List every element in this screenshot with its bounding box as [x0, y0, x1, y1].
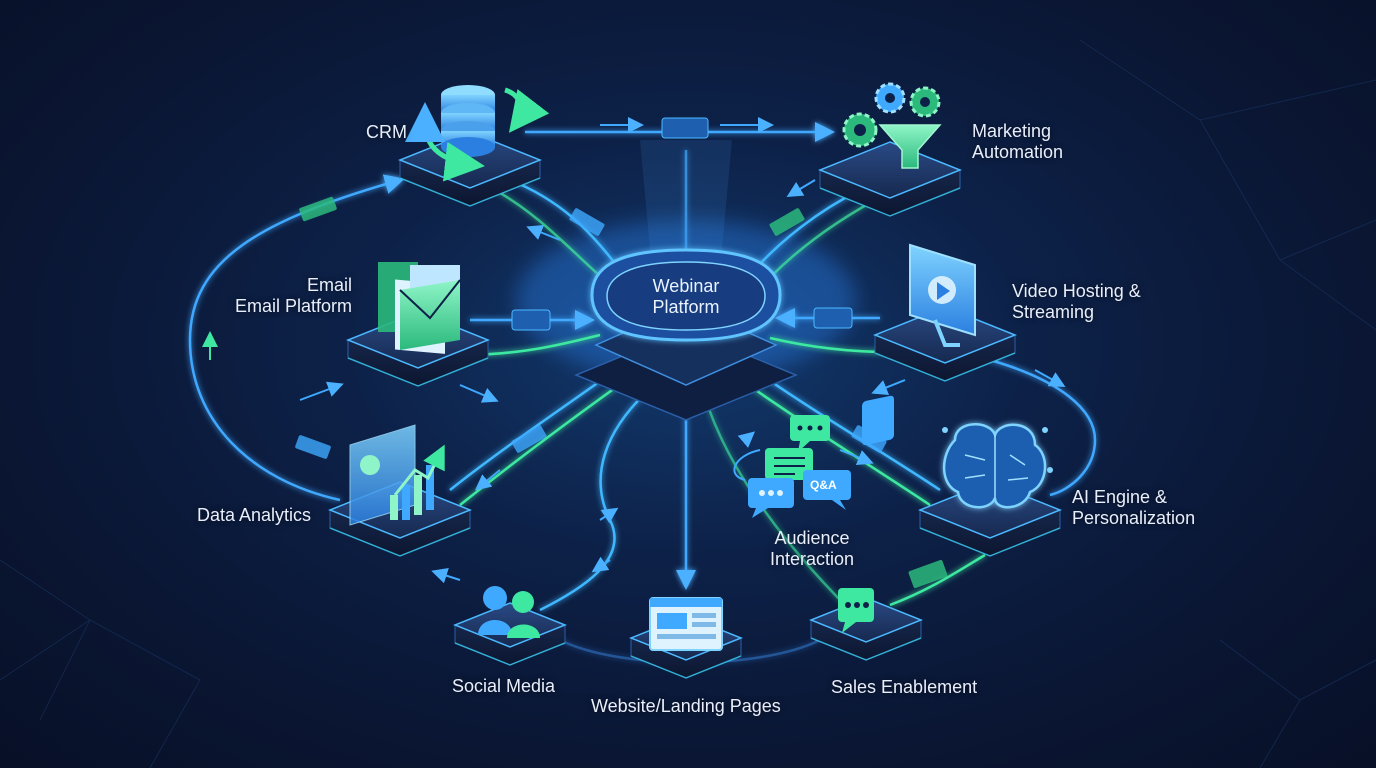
hub-label-line1: Webinar: [652, 276, 720, 296]
audience-label-line1: Audience: [774, 528, 850, 548]
chat-bubbles-icon: [748, 415, 851, 518]
browser-window-icon: [649, 597, 723, 651]
ai-label-line1: AI Engine &: [1072, 487, 1168, 507]
marketing-label-line2: Automation: [972, 142, 1064, 162]
background-network: [0, 39, 1376, 768]
email-label: Email Email Platform: [190, 275, 352, 317]
analytics-label: Data Analytics: [197, 505, 312, 525]
database-icon: [405, 85, 550, 182]
link-video-hub-2: [769, 336, 891, 354]
loop-analytics-crm: [188, 174, 405, 502]
email-label-line2: Email Platform: [234, 296, 352, 316]
video-platform: [872, 306, 1018, 382]
qa-badge: Q&A: [810, 478, 837, 492]
flow-arrows: [202, 117, 1066, 584]
speech-bubbles-icon: [838, 395, 894, 633]
video-label-line2: Streaming: [1012, 302, 1095, 322]
users-icon: [478, 586, 540, 638]
email-label-line1: Email: [306, 275, 352, 295]
audience-label-line2: Interaction: [769, 549, 855, 569]
bar-chart-icon: [349, 424, 445, 526]
data-packets: [295, 117, 948, 589]
gears-funnel-icon: [842, 82, 942, 169]
ai-label-line2: Personalization: [1072, 508, 1196, 528]
link-hub-social: [539, 379, 661, 612]
monitor-play-icon: [909, 243, 976, 347]
ai-label: AI Engine & Personalization: [1072, 487, 1195, 529]
hub-label: Webinar Platform: [616, 276, 756, 318]
video-label-line1: Video Hosting &: [1012, 281, 1141, 301]
brain-circuit-icon: [942, 423, 1053, 509]
marketing-label-line1: Marketing: [972, 121, 1052, 141]
marketing-platform: [817, 141, 963, 217]
hub-platform: [574, 248, 798, 421]
link-sales-ai: [889, 553, 986, 607]
social-label: Social Media: [452, 676, 556, 696]
crm-label: CRM: [366, 122, 407, 142]
audience-label: Audience Interaction: [752, 528, 872, 570]
email-folder-icon: [378, 262, 461, 354]
video-label: Video Hosting & Streaming: [1012, 281, 1141, 323]
hub-label-line2: Platform: [652, 297, 720, 317]
website-label: Website/Landing Pages: [591, 696, 781, 716]
sales-label: Sales Enablement: [831, 677, 978, 697]
marketing-label: Marketing Automation: [972, 121, 1063, 163]
loop-video-ai: [989, 358, 1097, 497]
link-crm-hub-2: [494, 188, 611, 286]
